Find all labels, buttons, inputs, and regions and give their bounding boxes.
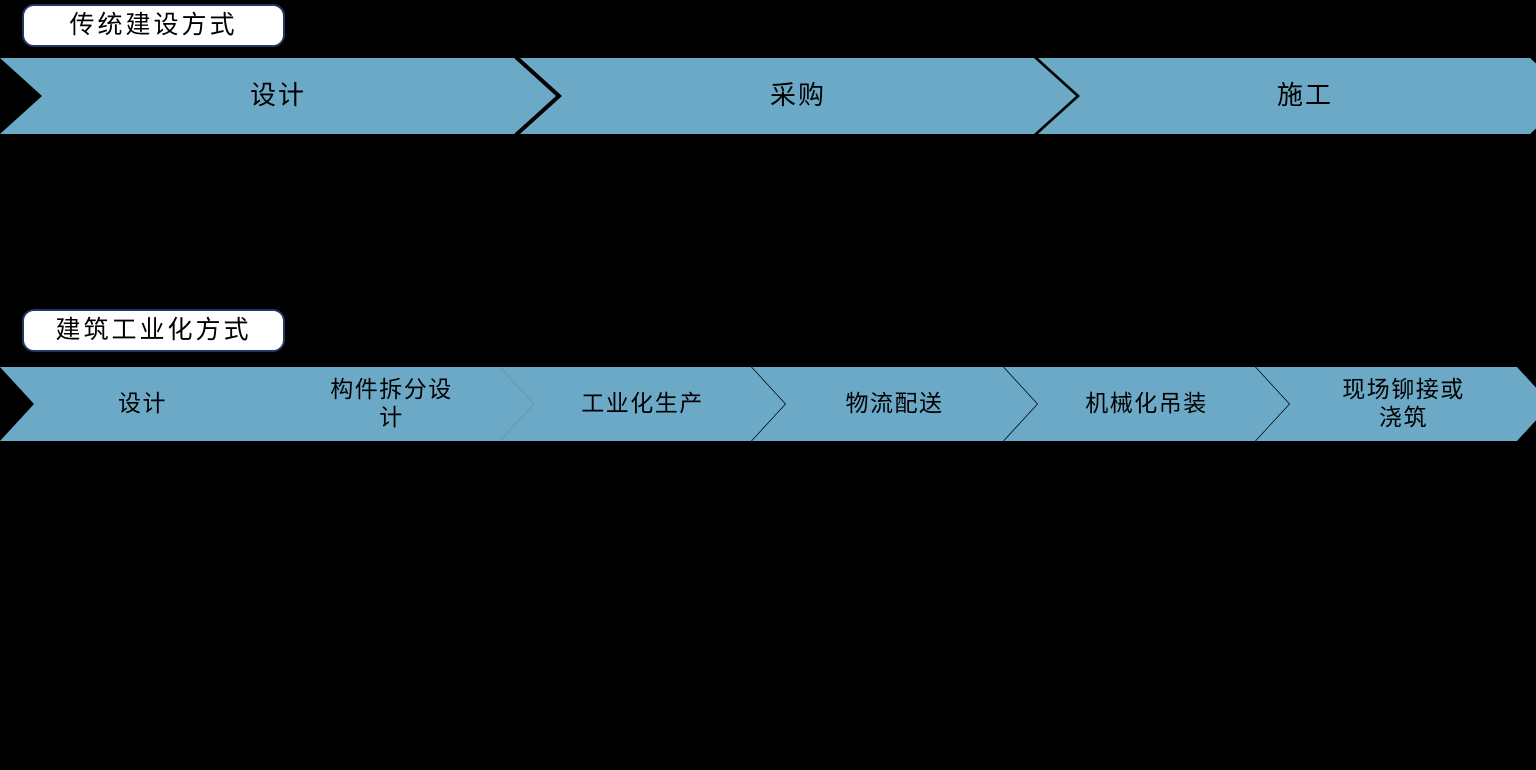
process-step-label: 设计 xyxy=(249,80,306,110)
process-step-traditional-procurement[interactable]: 采购 xyxy=(520,58,1076,134)
process-step-label: 物流配送 xyxy=(845,390,944,416)
row-label-traditional: 传统建设方式 xyxy=(22,4,285,47)
process-step-label: 现场铆接或 浇筑 xyxy=(1342,376,1465,430)
row-label-industrial-text: 建筑工业化方式 xyxy=(55,317,252,344)
process-step-traditional-design[interactable]: 设计 xyxy=(0,58,556,134)
process-step-label: 采购 xyxy=(769,80,826,110)
process-row-traditional: 设计 采购 施工 xyxy=(0,58,1536,134)
row-label-traditional-text: 传统建设方式 xyxy=(69,12,238,39)
row-label-industrial: 建筑工业化方式 xyxy=(22,309,285,352)
process-step-industrial-design[interactable]: 设计 xyxy=(0,367,285,441)
process-row-industrial: 设计 构件拆分设 计 工业化生产 物流配送 机械化吊装 现场铆接或 浇筑 xyxy=(0,367,1536,441)
process-step-industrial-onsite-riveting-casting[interactable]: 现场铆接或 浇筑 xyxy=(1256,367,1536,441)
process-step-industrial-logistics[interactable]: 物流配送 xyxy=(752,367,1037,441)
process-step-label: 施工 xyxy=(1276,80,1333,110)
process-step-traditional-construction[interactable]: 施工 xyxy=(1038,58,1536,134)
process-step-label: 设计 xyxy=(118,390,167,416)
process-step-label: 构件拆分设 计 xyxy=(330,376,453,430)
process-step-industrial-mechanized-hoisting[interactable]: 机械化吊装 xyxy=(1004,367,1289,441)
process-step-industrial-production[interactable]: 工业化生产 xyxy=(500,367,785,441)
process-step-label: 机械化吊装 xyxy=(1085,390,1208,416)
process-step-label: 工业化生产 xyxy=(581,390,704,416)
process-step-industrial-component-split-design[interactable]: 构件拆分设 计 xyxy=(249,367,534,441)
